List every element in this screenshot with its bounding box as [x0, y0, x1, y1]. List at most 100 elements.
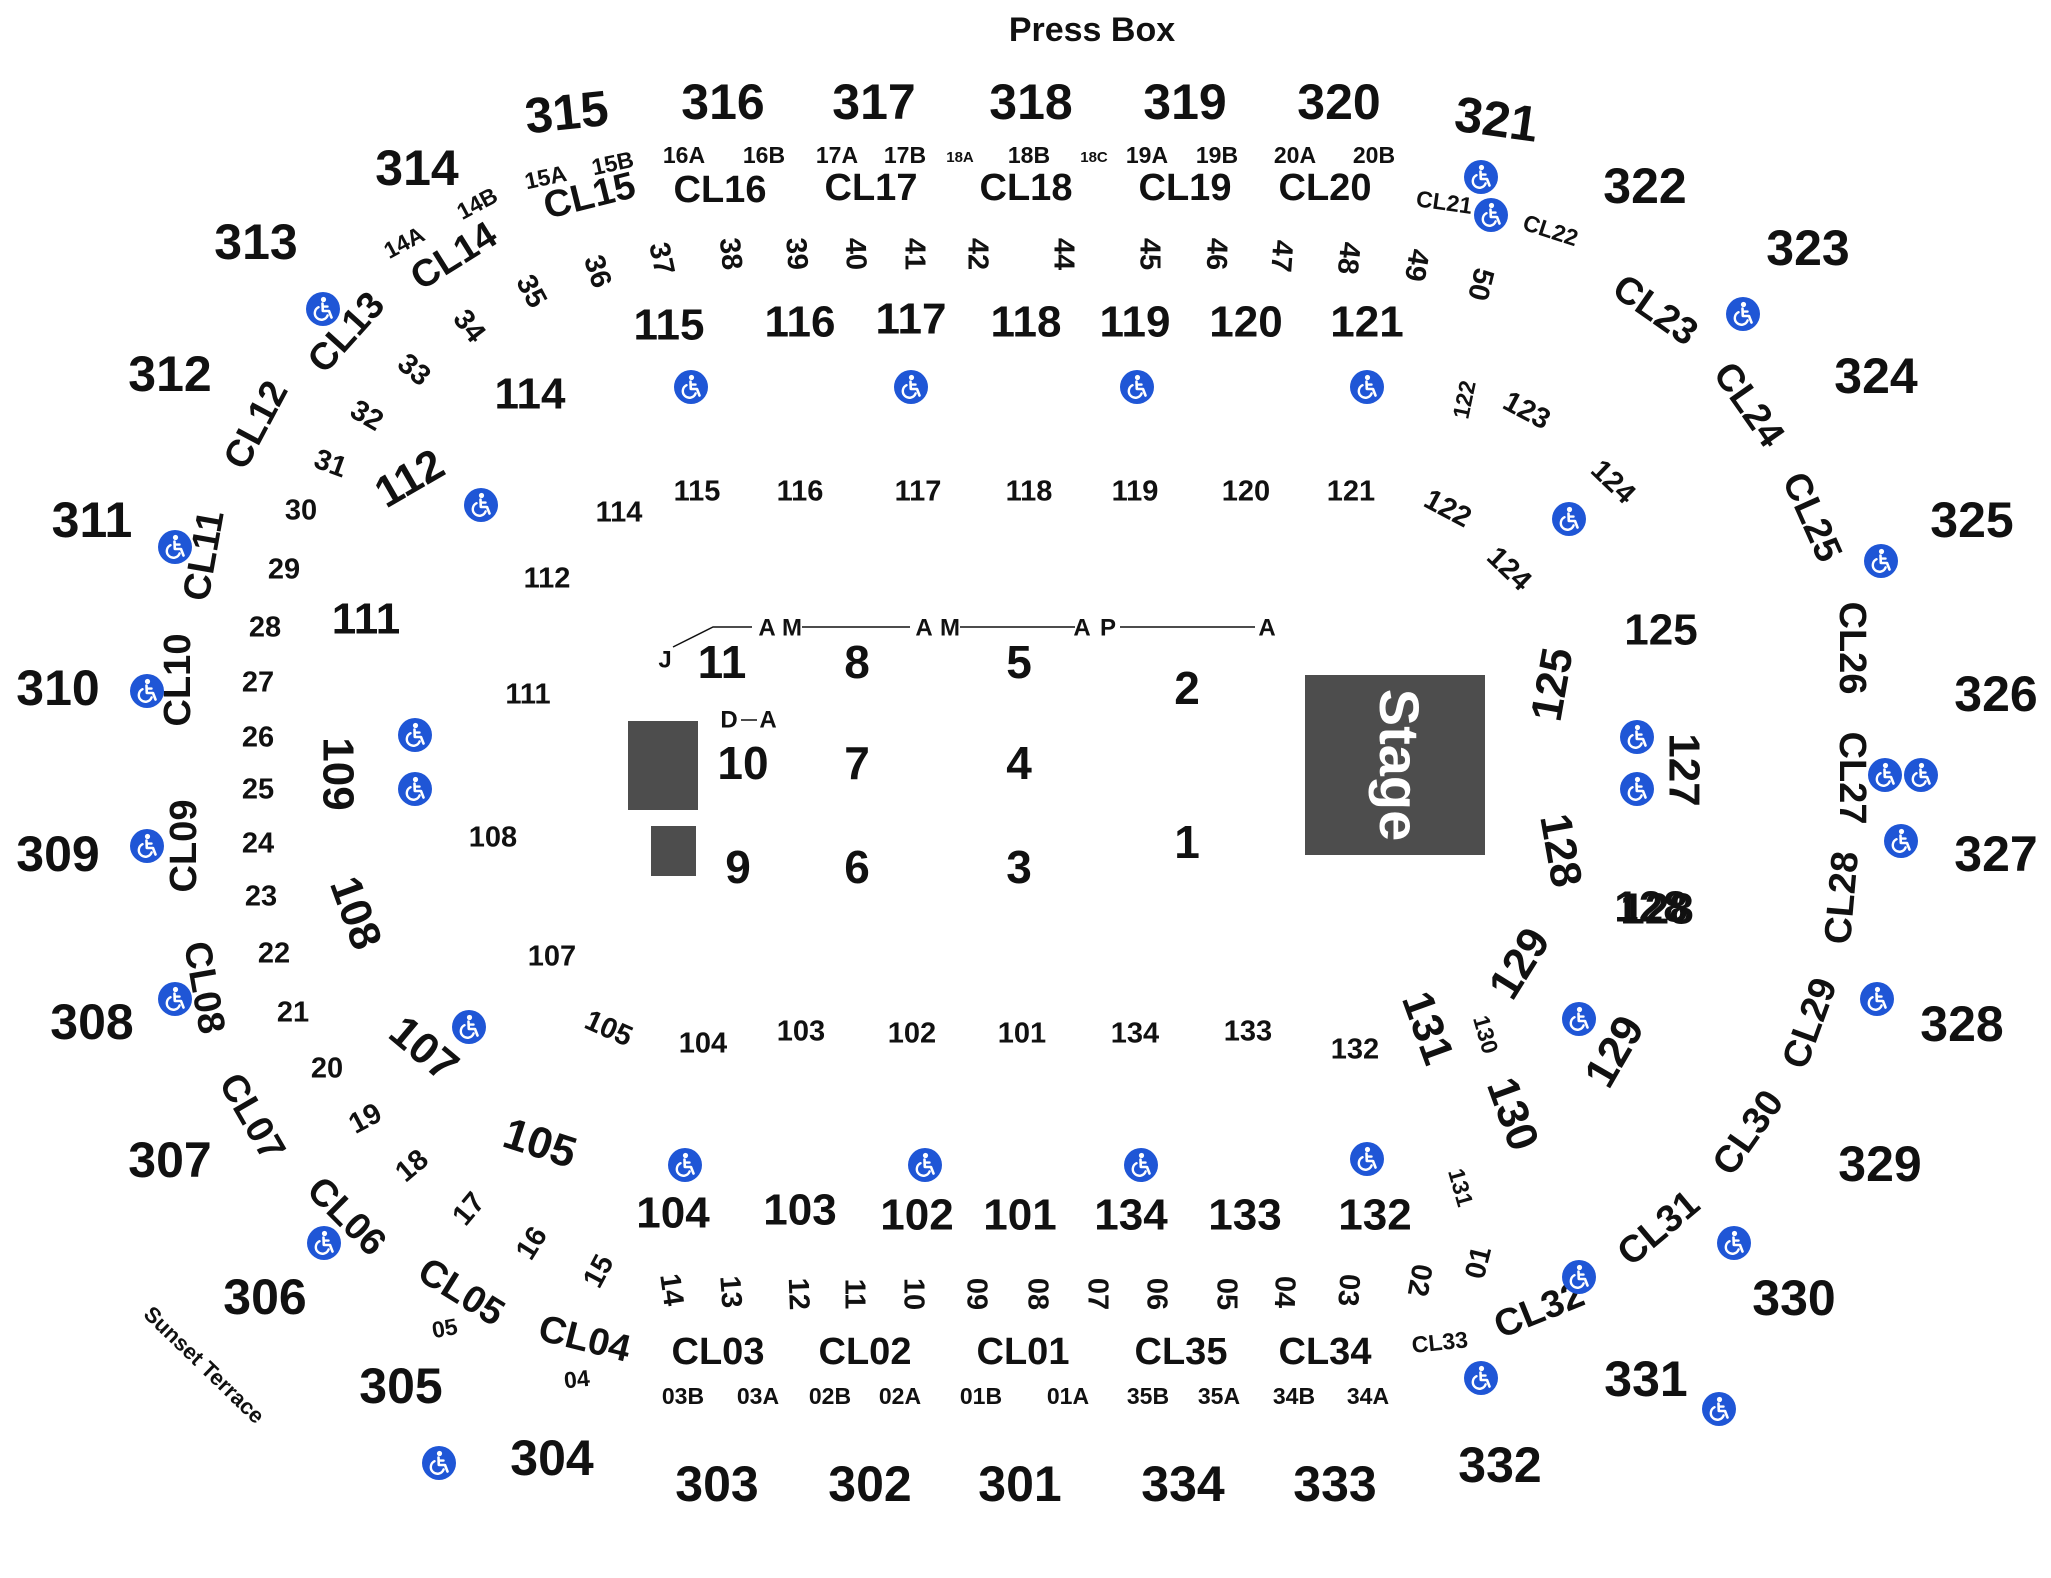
section-116-inner[interactable]: 116 [777, 476, 824, 508]
section-105-inner[interactable]: 105 [580, 1004, 637, 1053]
section-cl19[interactable]: CL19 [1139, 167, 1232, 209]
section-125-inner[interactable]: 125 [1522, 644, 1583, 725]
section-304[interactable]: 304 [510, 1430, 594, 1486]
section-315[interactable]: 315 [522, 80, 611, 144]
section-cl23[interactable]: CL23 [1605, 267, 1705, 355]
section-103[interactable]: 103 [763, 1186, 836, 1235]
section-cl27[interactable]: CL27 [1831, 732, 1873, 825]
section-120-inner[interactable]: 120 [1222, 476, 1270, 508]
section-334[interactable]: 334 [1141, 1456, 1225, 1512]
floor-section-6[interactable]: 6 [844, 841, 870, 893]
section-118[interactable]: 118 [991, 298, 1062, 347]
section-cl18[interactable]: CL18 [980, 167, 1073, 209]
section-112-inner[interactable]: 112 [524, 563, 571, 595]
section-111[interactable]: 111 [332, 595, 401, 644]
section-101[interactable]: 101 [983, 1191, 1056, 1240]
section-cl25[interactable]: CL25 [1774, 466, 1850, 568]
section-330[interactable]: 330 [1752, 1270, 1835, 1326]
section-cl16[interactable]: CL16 [674, 169, 767, 211]
section-307[interactable]: 307 [128, 1132, 211, 1188]
section-116[interactable]: 116 [765, 298, 836, 347]
section-128-inner[interactable]: 128 [1530, 810, 1591, 891]
section-308[interactable]: 308 [50, 994, 133, 1050]
section-109[interactable]: 109 [313, 737, 362, 810]
section-115-inner[interactable]: 115 [674, 476, 721, 508]
floor-section-5[interactable]: 5 [1006, 636, 1032, 688]
section-318[interactable]: 318 [989, 74, 1072, 130]
section-118-inner[interactable]: 118 [1006, 476, 1053, 508]
section-cl30[interactable]: CL30 [1705, 1083, 1793, 1183]
section-329[interactable]: 329 [1838, 1136, 1921, 1192]
section-121-inner[interactable]: 121 [1327, 476, 1375, 508]
section-314[interactable]: 314 [375, 140, 459, 196]
section-312[interactable]: 312 [128, 346, 211, 402]
section-324[interactable]: 324 [1834, 348, 1918, 404]
section-310[interactable]: 310 [16, 660, 99, 716]
section-306[interactable]: 306 [223, 1269, 306, 1325]
section-328[interactable]: 328 [1920, 996, 2003, 1052]
section-cl09[interactable]: CL09 [163, 800, 205, 893]
section-301[interactable]: 301 [978, 1456, 1061, 1512]
section-104[interactable]: 104 [636, 1189, 710, 1238]
section-102[interactable]: 102 [880, 1191, 953, 1240]
section-133[interactable]: 133 [1208, 1191, 1281, 1240]
section-303[interactable]: 303 [675, 1456, 758, 1512]
section-117-inner[interactable]: 117 [895, 476, 942, 508]
section-cl28[interactable]: CL28 [1817, 850, 1867, 946]
section-316[interactable]: 316 [681, 74, 764, 130]
section-128[interactable]: 128 [1614, 883, 1687, 932]
section-111-inner[interactable]: 111 [505, 679, 550, 711]
section-323[interactable]: 323 [1766, 220, 1849, 276]
section-120[interactable]: 120 [1209, 298, 1282, 347]
floor-section-11[interactable]: 11 [698, 636, 747, 688]
section-311[interactable]: 311 [52, 492, 133, 548]
section-127[interactable]: 127 [1659, 733, 1708, 806]
section-132-inner[interactable]: 132 [1331, 1034, 1379, 1066]
section-124-inner[interactable]: 124 [1480, 541, 1537, 598]
section-105[interactable]: 105 [497, 1109, 582, 1178]
section-317[interactable]: 317 [832, 74, 915, 130]
section-cl26[interactable]: CL26 [1831, 602, 1873, 695]
section-305[interactable]: 305 [359, 1358, 442, 1414]
section-119-inner[interactable]: 119 [1112, 476, 1159, 508]
section-101-inner[interactable]: 101 [998, 1018, 1046, 1050]
floor-section-4[interactable]: 4 [1006, 737, 1032, 789]
section-327[interactable]: 327 [1954, 826, 2037, 882]
floor-section-8[interactable]: 8 [844, 636, 870, 688]
floor-section-9[interactable]: 9 [725, 841, 751, 893]
section-309[interactable]: 309 [16, 826, 99, 882]
section-112[interactable]: 112 [367, 440, 453, 518]
section-cl04[interactable]: CL04 [534, 1307, 634, 1370]
section-331[interactable]: 331 [1604, 1351, 1687, 1407]
floor-section-10[interactable]: 10 [717, 737, 768, 789]
section-321[interactable]: 321 [1451, 86, 1541, 153]
section-320[interactable]: 320 [1297, 74, 1380, 130]
section-cl10[interactable]: CL10 [157, 634, 199, 727]
floor-section-2[interactable]: 2 [1174, 662, 1200, 714]
section-115[interactable]: 115 [634, 301, 705, 350]
section-326[interactable]: 326 [1954, 666, 2037, 722]
floor-section-7[interactable]: 7 [844, 737, 870, 789]
section-cl05[interactable]: CL05 [411, 1250, 512, 1335]
section-102-inner[interactable]: 102 [888, 1018, 936, 1050]
section-cl21[interactable]: CL21 [1415, 185, 1475, 219]
section-cl20[interactable]: CL20 [1279, 167, 1372, 209]
floor-section-3[interactable]: 3 [1006, 841, 1032, 893]
section-cl01[interactable]: CL01 [977, 1331, 1070, 1373]
section-117[interactable]: 117 [876, 295, 947, 344]
section-108[interactable]: 108 [320, 870, 391, 956]
section-302[interactable]: 302 [828, 1456, 911, 1512]
section-cl24[interactable]: CL24 [1705, 355, 1793, 455]
section-319[interactable]: 319 [1143, 74, 1226, 130]
section-cl17[interactable]: CL17 [825, 167, 918, 209]
section-108-inner[interactable]: 108 [469, 822, 517, 854]
section-cl35[interactable]: CL35 [1135, 1331, 1228, 1373]
section-cl07[interactable]: CL07 [210, 1066, 293, 1167]
section-119[interactable]: 119 [1100, 298, 1171, 347]
section-cl29[interactable]: CL29 [1775, 972, 1846, 1074]
section-122-inner[interactable]: 122 [1419, 483, 1477, 534]
section-125[interactable]: 125 [1624, 606, 1697, 655]
section-134-inner[interactable]: 134 [1111, 1018, 1159, 1050]
section-124[interactable]: 124 [1584, 454, 1641, 511]
section-313[interactable]: 313 [214, 214, 297, 270]
